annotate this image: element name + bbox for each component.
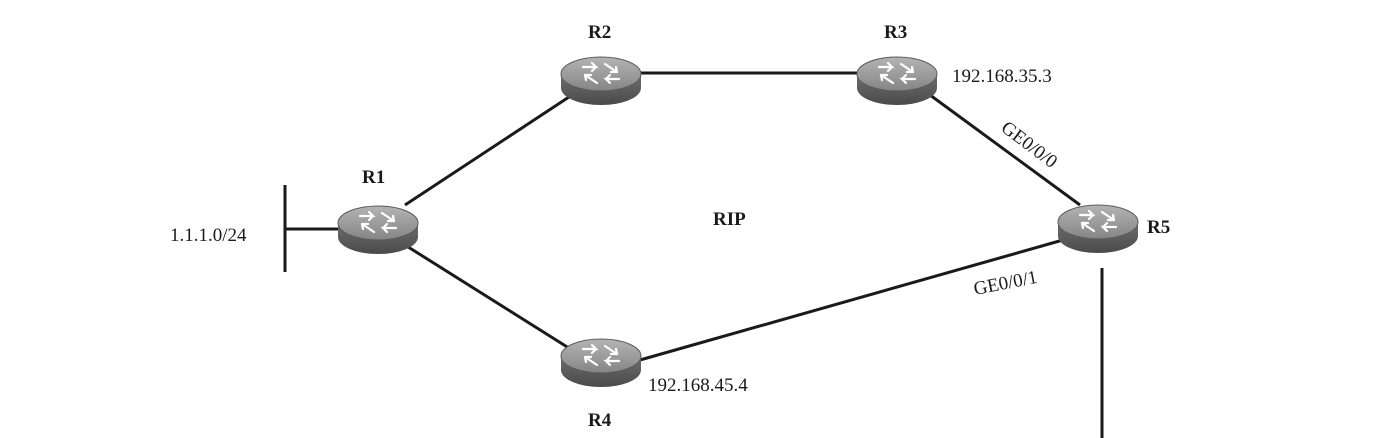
link-r3-r5 — [929, 93, 1081, 207]
router-icon — [1056, 203, 1140, 255]
interface-label-ge0-0-0: GE0/0/0 — [997, 117, 1061, 173]
links — [283, 71, 1104, 438]
router-r2 — [559, 55, 643, 107]
router-label-r5: R5 — [1147, 217, 1170, 238]
router-label-r3: R3 — [884, 22, 907, 43]
router-icon — [336, 204, 420, 256]
router-icon — [855, 55, 939, 107]
router-r4 — [559, 337, 643, 389]
router-label-r4: R4 — [588, 410, 612, 431]
router-r1 — [336, 204, 420, 256]
router-r3 — [855, 55, 939, 107]
link-r1-r4 — [404, 243, 573, 352]
interface-label-ge0-0-1: GE0/0/1 — [972, 267, 1039, 300]
r3-address-label: 192.168.35.3 — [952, 66, 1052, 87]
area-label: RIP — [713, 209, 746, 230]
router-label-r1: R1 — [362, 167, 385, 188]
r4-address-label: 192.168.45.4 — [648, 375, 748, 396]
network-address-label: 1.1.1.0/24 — [170, 225, 247, 246]
link-r1-r2 — [404, 93, 573, 207]
router-label-r2: R2 — [588, 22, 611, 43]
router-r5 — [1056, 203, 1140, 255]
router-icon — [559, 337, 643, 389]
router-icon — [559, 55, 643, 107]
link-r4-r5 — [639, 236, 1071, 362]
